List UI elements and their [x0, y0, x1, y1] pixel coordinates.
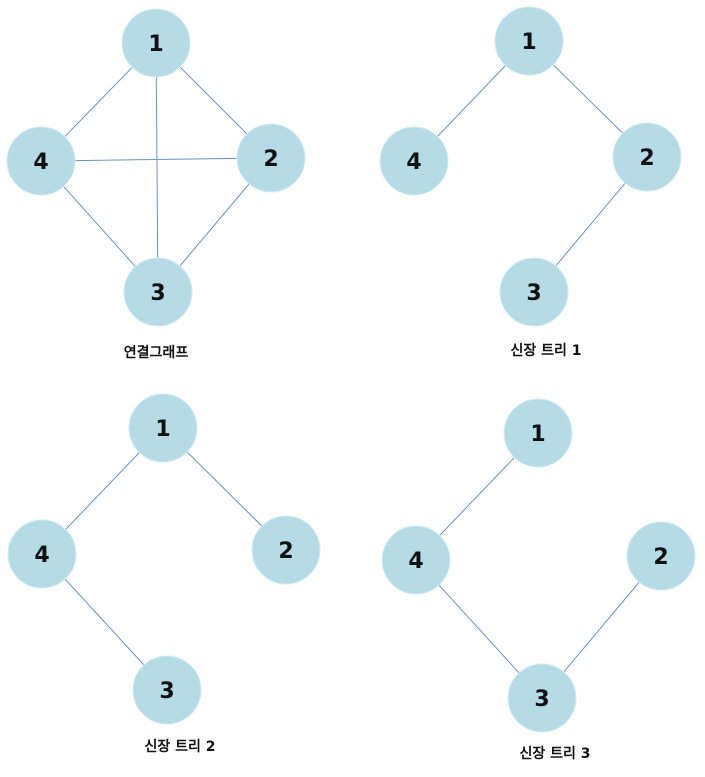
- node-4: 4: [379, 126, 449, 196]
- node-label: 3: [159, 679, 174, 704]
- node-1: 1: [494, 6, 564, 76]
- node-circle: [251, 515, 321, 585]
- edge-1-3: [155, 76, 159, 259]
- node-circle: [132, 655, 202, 725]
- graph-caption: 연결그래프: [124, 344, 189, 361]
- graph-caption: 신장 트리 1: [510, 342, 581, 359]
- node-circle: [379, 126, 449, 196]
- node-circle: [123, 257, 193, 327]
- node-circle: [7, 519, 77, 589]
- edge-1-4: [65, 452, 140, 530]
- node-circle: [503, 398, 573, 468]
- node-label: 2: [263, 147, 278, 172]
- edge-4-3: [64, 578, 145, 666]
- node-3: 3: [123, 257, 193, 327]
- node-circle: [626, 521, 696, 591]
- node-label: 3: [534, 687, 549, 712]
- node-label: 4: [406, 150, 421, 175]
- edge-1-2: [186, 451, 263, 527]
- edge-1-4: [439, 457, 515, 536]
- node-1: 1: [128, 393, 198, 463]
- connected-graph: 1 4 2 3 연결그래프: [6, 8, 306, 361]
- node-label: 2: [653, 545, 668, 570]
- node-circle: [236, 123, 306, 193]
- node-circle: [121, 8, 191, 78]
- node-label: 1: [521, 30, 536, 55]
- node-3: 3: [507, 663, 577, 733]
- spanning-tree-1: 1 4 2 3 신장 트리 1: [379, 6, 682, 359]
- node-circle: [494, 6, 564, 76]
- node-label: 4: [34, 543, 49, 568]
- node-label: 2: [639, 146, 654, 171]
- node-circle: [381, 525, 451, 595]
- node-label: 1: [530, 422, 545, 447]
- edge-2-3: [179, 183, 250, 267]
- node-1: 1: [503, 398, 573, 468]
- node-2: 2: [612, 122, 682, 192]
- edge-4-3: [438, 584, 520, 674]
- node-circle: [6, 126, 76, 196]
- node-label: 3: [150, 281, 165, 306]
- node-circle: [507, 663, 577, 733]
- node-circle: [128, 393, 198, 463]
- edge-1-4: [437, 65, 506, 137]
- node-2: 2: [251, 515, 321, 585]
- node-label: 1: [155, 417, 170, 442]
- graph-caption: 신장 트리 2: [144, 738, 215, 755]
- node-4: 4: [6, 126, 76, 196]
- node-1: 1: [121, 8, 191, 78]
- node-4: 4: [7, 519, 77, 589]
- spanning-tree-3: 1 4 2 3 신장 트리 3: [381, 398, 696, 762]
- node-2: 2: [626, 521, 696, 591]
- edge-3-2: [563, 581, 640, 673]
- node-label: 2: [278, 539, 293, 564]
- node-label: 4: [33, 150, 48, 175]
- spanning-tree-2: 1 4 2 3 신장 트리 2: [7, 393, 321, 755]
- edge-1-2: [179, 66, 248, 135]
- node-label: 3: [526, 281, 541, 306]
- node-label: 1: [148, 32, 163, 57]
- graph-caption: 신장 트리 3: [519, 745, 590, 762]
- edge-1-4: [64, 66, 133, 138]
- node-circle: [499, 257, 569, 327]
- node-circle: [612, 122, 682, 192]
- edge-4-3: [63, 186, 136, 267]
- node-3: 3: [499, 257, 569, 327]
- edge-2-3: [555, 182, 626, 267]
- edge-4-2: [74, 157, 238, 162]
- node-label: 4: [408, 549, 423, 574]
- edge-1-2: [552, 64, 624, 134]
- node-2: 2: [236, 123, 306, 193]
- node-3: 3: [132, 655, 202, 725]
- node-4: 4: [381, 525, 451, 595]
